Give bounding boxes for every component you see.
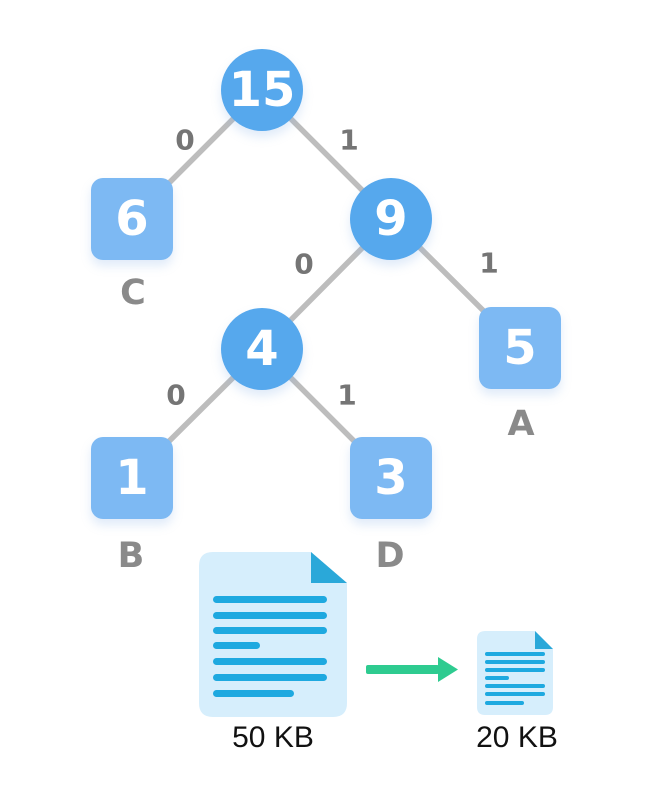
text-line (485, 668, 545, 672)
node-value: 3 (374, 450, 408, 506)
arrow-right-icon (366, 657, 458, 682)
node-value: 9 (374, 191, 408, 247)
text-line (213, 674, 327, 681)
leaf-letter-C: C (120, 273, 146, 313)
folded-corner-icon (311, 552, 347, 583)
leaf-node-5: 5 (479, 307, 561, 389)
text-line (213, 642, 260, 649)
edge-label-1: 1 (339, 123, 359, 157)
edge-label-0: 0 (294, 247, 314, 281)
text-line (485, 684, 545, 688)
leaf-letter-B: B (117, 536, 145, 576)
text-line (485, 652, 545, 656)
document-icon-small (477, 631, 553, 715)
node-value: 15 (228, 62, 296, 118)
node-value: 5 (503, 320, 537, 376)
text-line (485, 701, 524, 705)
folded-corner-icon (535, 631, 553, 649)
leaf-letter-A: A (507, 404, 535, 444)
tree-node-4: 4 (221, 308, 303, 390)
text-line (485, 676, 509, 680)
tree-node-9: 9 (350, 178, 432, 260)
text-line (213, 658, 327, 665)
text-line (213, 627, 327, 634)
original-size-label: 50 KB (232, 721, 314, 754)
document-icon-large (199, 552, 347, 717)
text-line (485, 660, 545, 664)
edge-label-0: 0 (175, 123, 195, 157)
text-line (213, 690, 294, 697)
leaf-letter-D: D (375, 536, 405, 576)
edge-label-1: 1 (479, 246, 499, 280)
edge-label-1: 1 (337, 378, 357, 412)
node-value: 1 (115, 450, 149, 506)
leaf-node-3: 3 (350, 437, 432, 519)
tree-node-15: 15 (221, 49, 303, 131)
text-line (485, 692, 545, 696)
leaf-node-1: 1 (91, 437, 173, 519)
edge-label-0: 0 (166, 378, 186, 412)
node-value: 6 (115, 191, 149, 247)
compressed-size-label: 20 KB (476, 721, 558, 754)
node-value: 4 (245, 321, 279, 377)
leaf-node-6: 6 (91, 178, 173, 260)
text-line (213, 612, 327, 619)
text-line (213, 596, 327, 603)
